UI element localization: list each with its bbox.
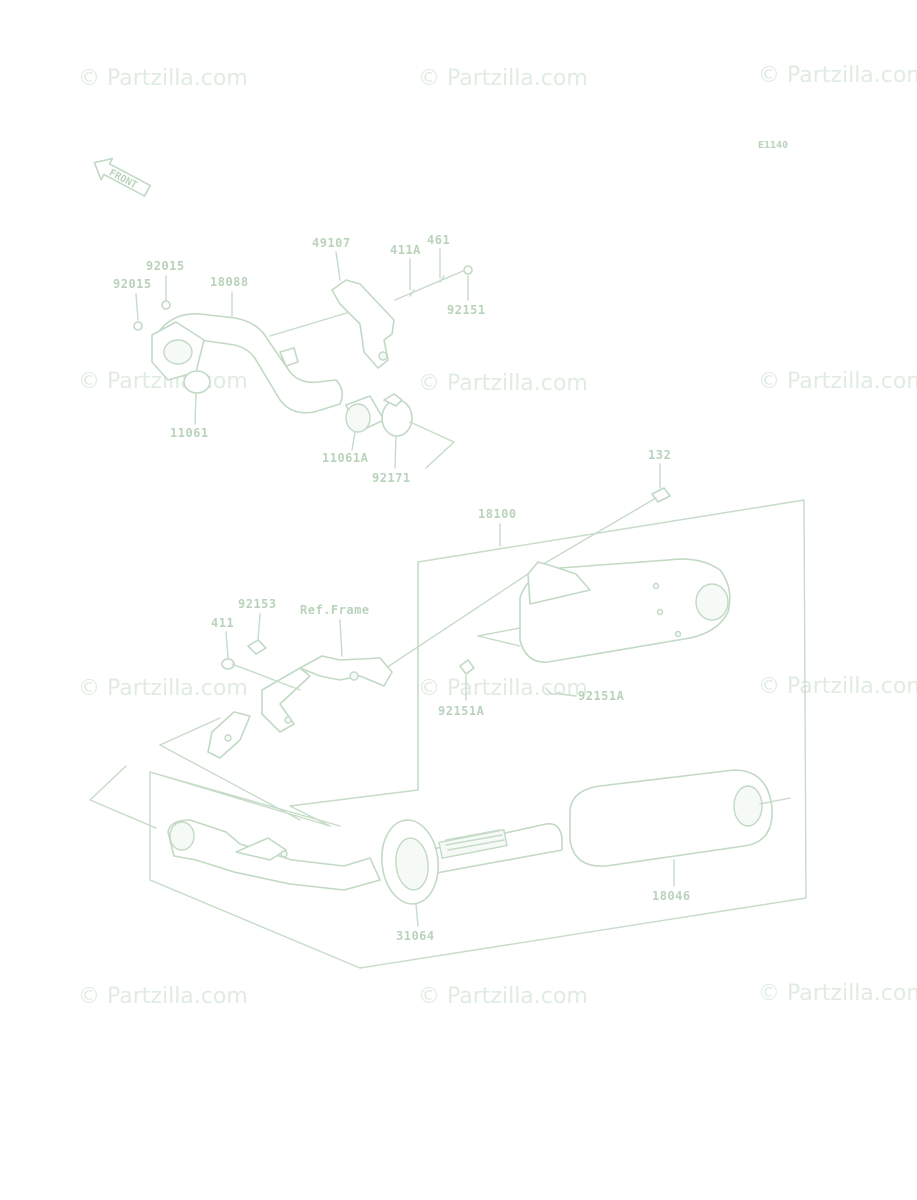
- tail-pipe: [167, 819, 381, 891]
- watermark: © Partzilla.com: [78, 676, 248, 701]
- gasket-11061: [183, 370, 211, 394]
- ref-frame-label: Ref.Frame: [300, 603, 370, 617]
- lower-labels: 132 18100 92153 411 Ref.Frame 92151A 921…: [211, 448, 691, 943]
- part-label-92015: 92015: [146, 259, 185, 273]
- part-label-92151: 92151: [447, 303, 486, 317]
- end-plate-31064: [381, 819, 439, 905]
- part-label-411: 411: [211, 616, 234, 630]
- silencer-shell-18046: [569, 769, 791, 867]
- frame-reference: [207, 655, 393, 759]
- part-label-461: 461: [427, 233, 450, 247]
- watermark: © Partzilla.com: [418, 984, 588, 1009]
- part-label-92151A: 92151A: [438, 704, 485, 718]
- sleeve-11061A: [345, 395, 385, 433]
- bolt-132: [385, 487, 671, 669]
- part-label-18046: 18046: [652, 889, 691, 903]
- part-label-411A: 411A: [390, 243, 421, 257]
- watermark-layer: © Partzilla.com © Partzilla.com © Partzi…: [78, 63, 917, 1009]
- nut-92015: [161, 300, 171, 310]
- part-label-92015: 92015: [113, 277, 152, 291]
- watermark: © Partzilla.com: [418, 676, 588, 701]
- part-label-11061: 11061: [170, 426, 209, 440]
- part-label-18100: 18100: [478, 507, 517, 521]
- watermark: © Partzilla.com: [418, 66, 588, 91]
- part-label-31064: 31064: [396, 929, 435, 943]
- watermark: © Partzilla.com: [78, 984, 248, 1009]
- part-label-18088: 18088: [210, 275, 249, 289]
- diagram-code: E1140: [758, 140, 788, 151]
- part-label-49107: 49107: [312, 236, 351, 250]
- bolt-92153: [221, 639, 301, 691]
- watermark: © Partzilla.com: [418, 371, 588, 396]
- front-arrow-icon: FRONT: [93, 157, 151, 197]
- part-label-92153: 92153: [238, 597, 277, 611]
- watermark: © Partzilla.com: [758, 981, 917, 1006]
- watermark: © Partzilla.com: [758, 674, 917, 699]
- part-label-92171: 92171: [372, 471, 411, 485]
- watermark: © Partzilla.com: [758, 369, 917, 394]
- upper-labels: 49107 411A 461 92151 92015 92015 18088 1…: [113, 233, 486, 485]
- nut-92015: [133, 321, 143, 331]
- silencer-18100: [477, 558, 731, 663]
- fastener-stack: [394, 265, 473, 301]
- bracket-49107: [331, 279, 395, 369]
- part-label-132: 132: [648, 448, 671, 462]
- header-pipe-18088: [151, 311, 351, 414]
- watermark: © Partzilla.com: [758, 63, 917, 88]
- clamp-92171: [381, 393, 455, 469]
- bolt-92151A: [459, 659, 475, 675]
- part-label-92151A: 92151A: [578, 689, 625, 703]
- watermark: © Partzilla.com: [78, 66, 248, 91]
- part-label-11061A: 11061A: [322, 451, 369, 465]
